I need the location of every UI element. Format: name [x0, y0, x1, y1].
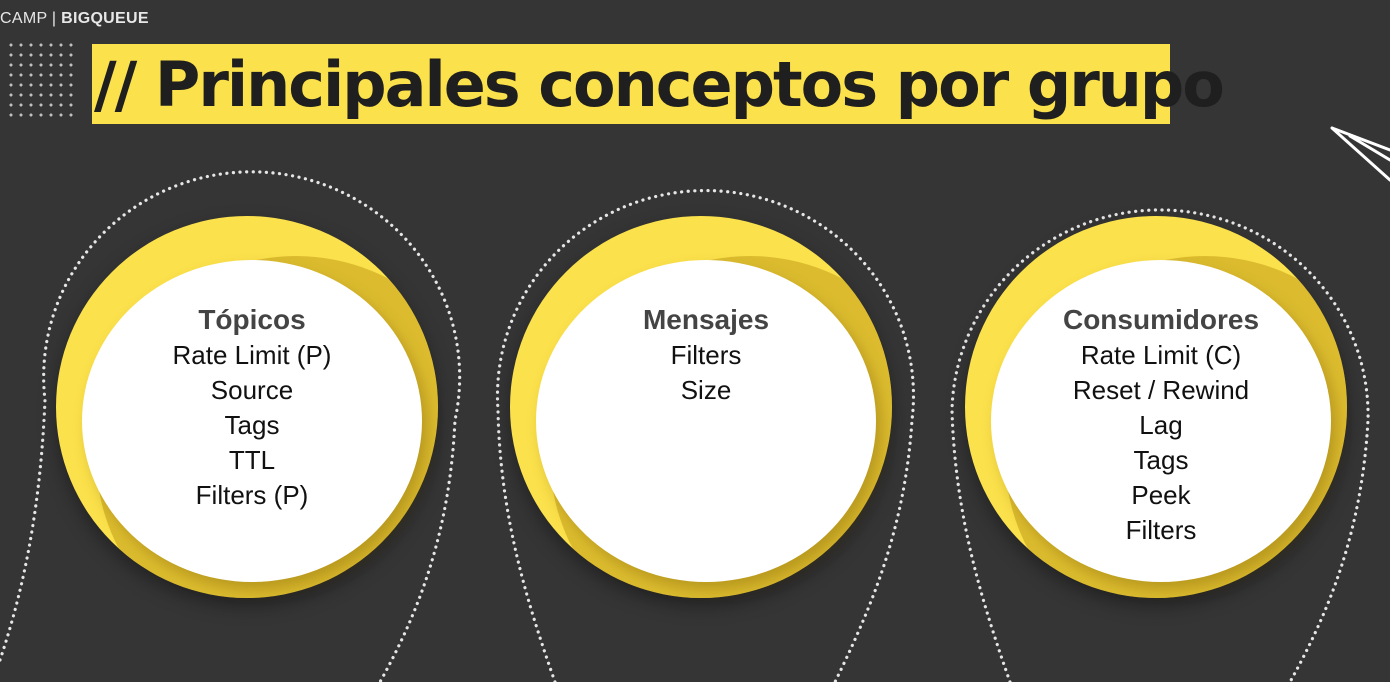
group-heading: Mensajes	[642, 304, 770, 335]
group-content: Consumidores Rate Limit (C) Reset / Rewi…	[991, 302, 1331, 548]
group-card-mensajes: Mensajes Filters Size	[482, 196, 892, 598]
group-item: TTL	[228, 445, 276, 475]
group-item: Rate Limit (P)	[172, 340, 332, 370]
group-content: Mensajes Filters Size	[536, 302, 876, 408]
group-content: Tópicos Rate Limit (P) Source Tags TTL F…	[82, 302, 422, 513]
group-heading: Tópicos	[198, 304, 306, 335]
dot-grid-icon	[6, 40, 78, 122]
group-item: Lag	[1139, 410, 1183, 440]
group-item: Filters	[670, 340, 742, 370]
group-heading: Consumidores	[1062, 304, 1260, 335]
title-banner: // Principales conceptos por grupo	[92, 44, 1225, 124]
group-item: Rate Limit (C)	[1080, 340, 1242, 370]
brand-prefix: CAMP |	[0, 10, 62, 27]
paper-plane-icon	[1330, 126, 1390, 182]
group-item: Filters (P)	[195, 480, 309, 510]
group-card-consumidores: Consumidores Rate Limit (C) Reset / Rewi…	[937, 196, 1347, 598]
group-item: Filters	[1125, 515, 1197, 545]
group-item: Size	[680, 375, 732, 405]
brand-label: CAMP | BIGQUEUE	[0, 10, 149, 28]
group-item: Tags	[224, 410, 280, 440]
brand-name: BIGQUEUE	[61, 10, 149, 27]
group-item: Tags	[1133, 445, 1189, 475]
page-title: // Principales conceptos por grupo	[94, 47, 1225, 121]
group-card-topicos: Tópicos Rate Limit (P) Source Tags TTL F…	[28, 196, 438, 598]
group-item: Reset / Rewind	[1072, 375, 1250, 405]
group-item: Source	[210, 375, 294, 405]
group-item: Peek	[1131, 480, 1191, 510]
